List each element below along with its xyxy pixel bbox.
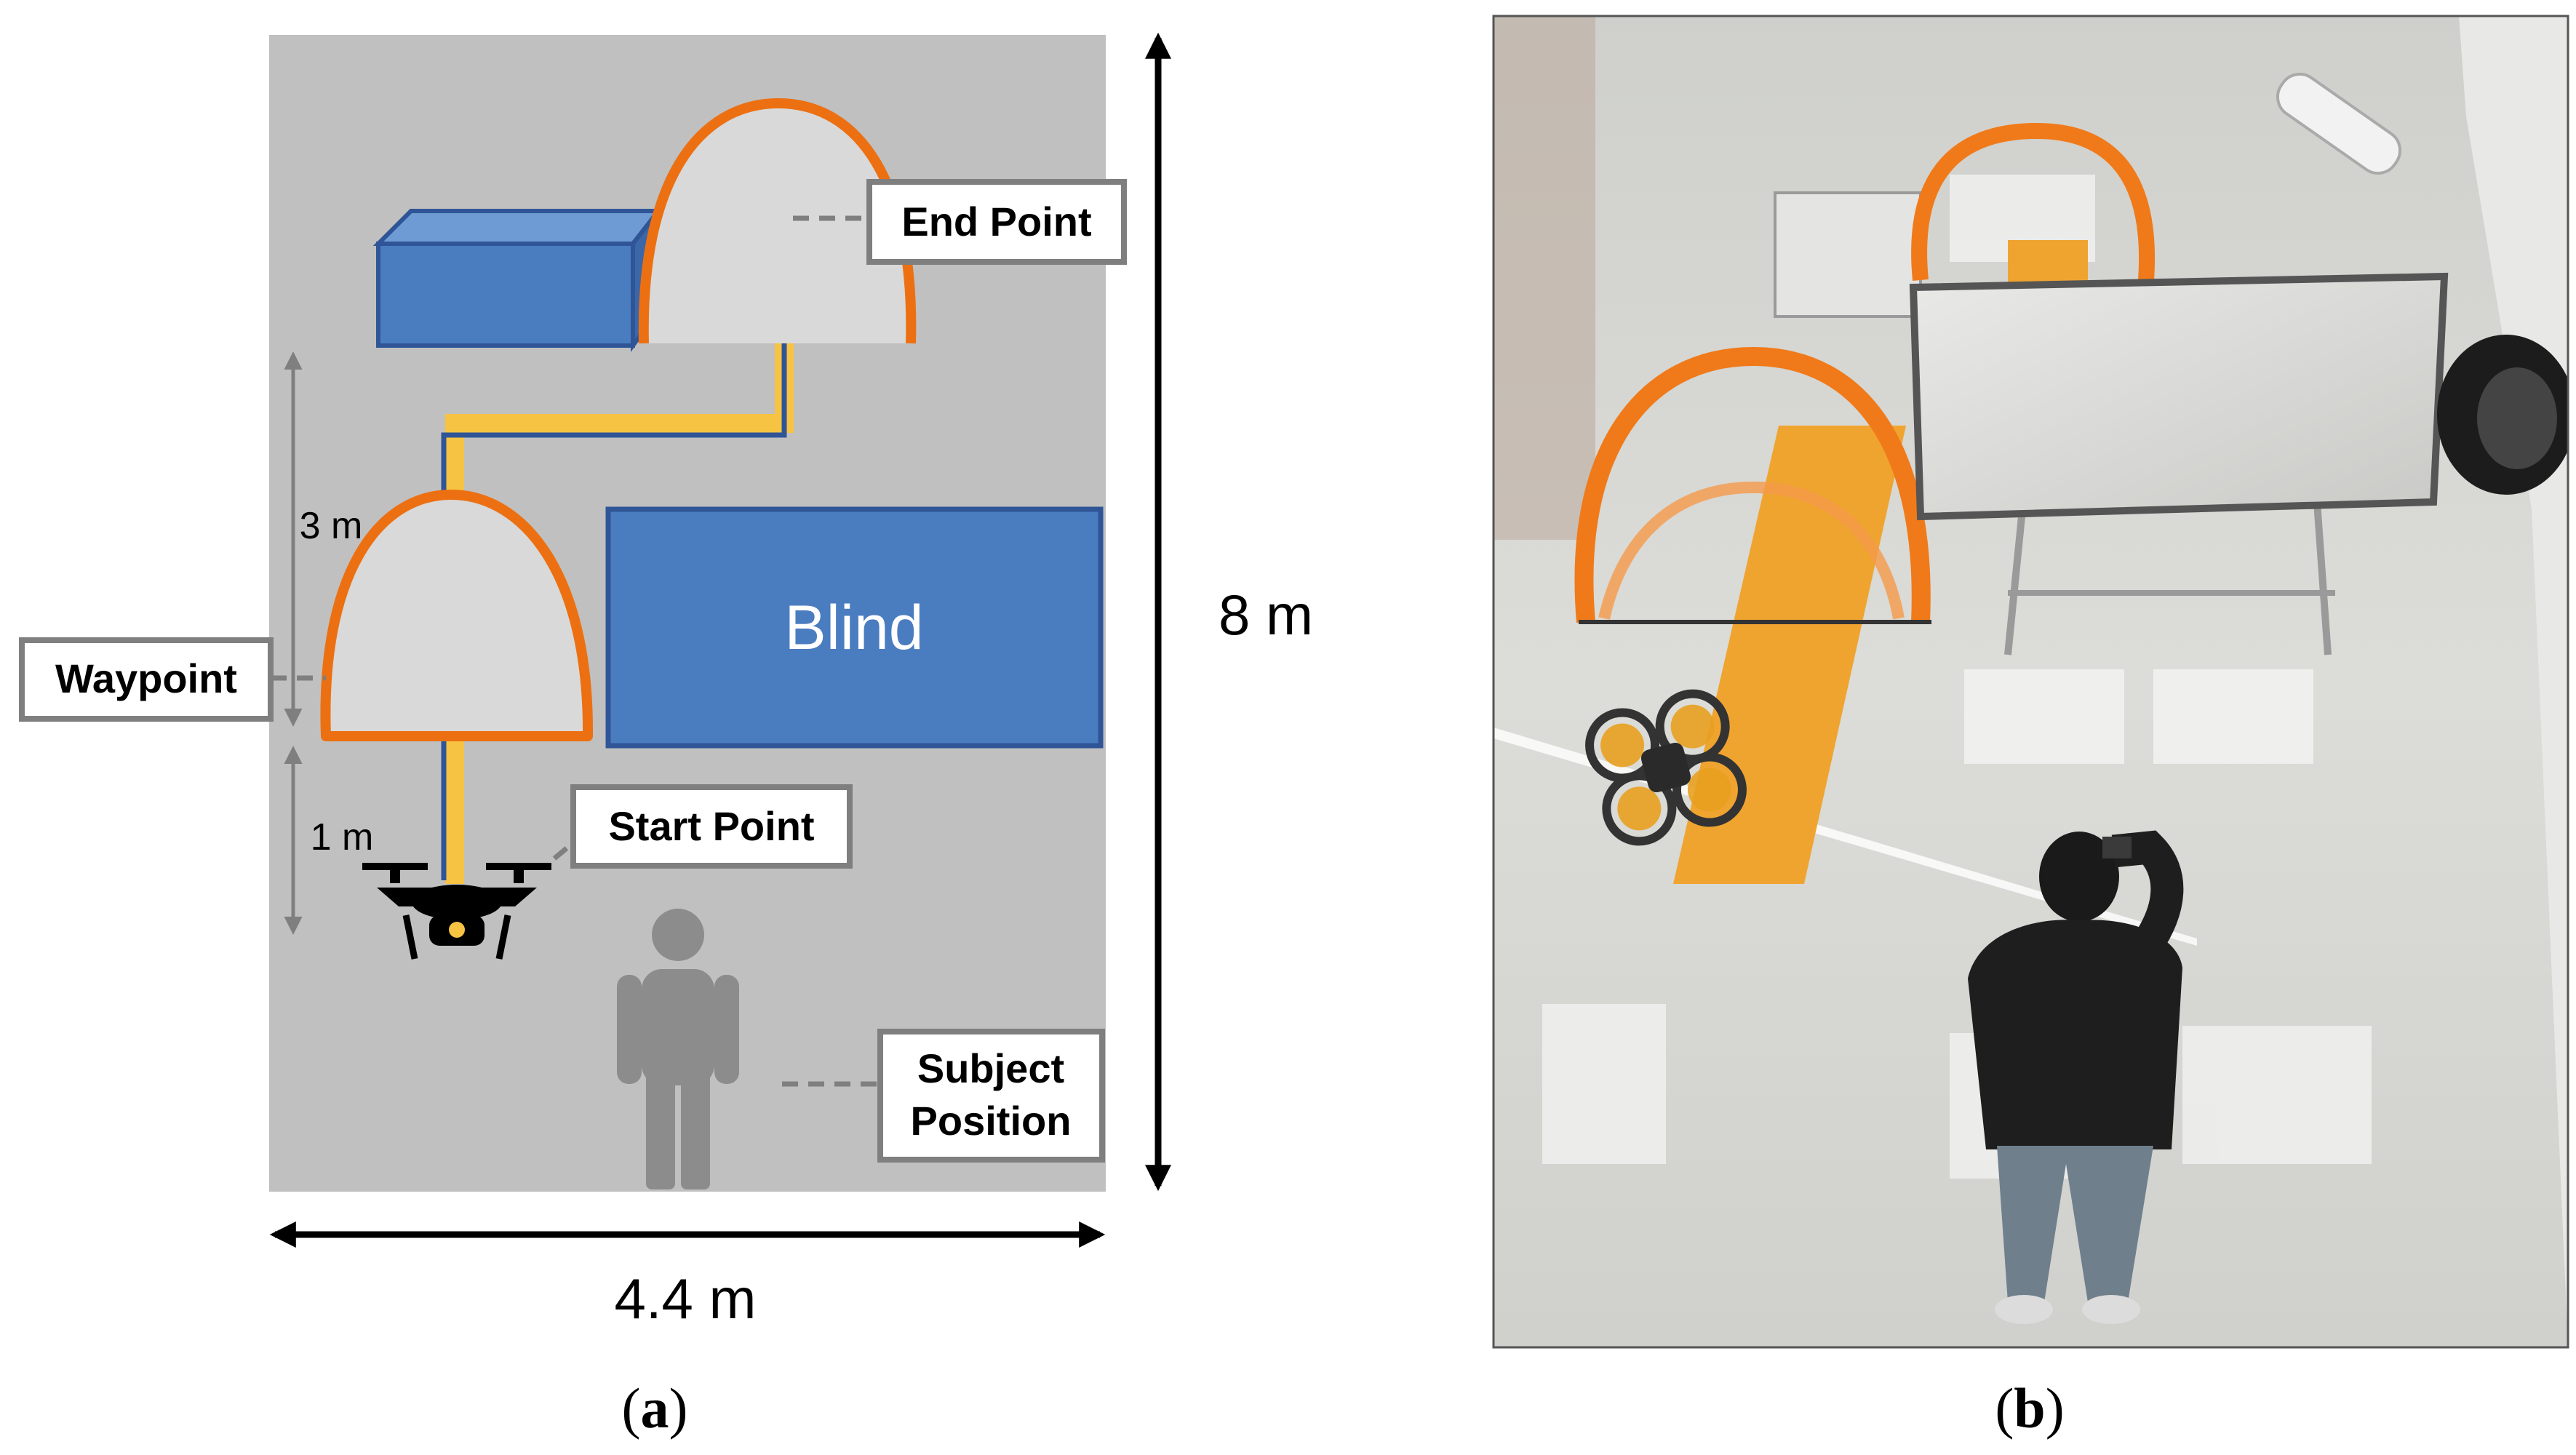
subject-position-label-box	[877, 1029, 1105, 1163]
orange-mat-far	[2008, 240, 2088, 284]
caption-a: (a)	[622, 1376, 688, 1440]
drone-icon	[362, 863, 551, 960]
width-label: 4.4 m	[614, 1267, 756, 1331]
near-gate	[1574, 346, 1931, 623]
waypoint-label: Waypoint	[55, 655, 237, 701]
caption-b: (b)	[1995, 1376, 2064, 1440]
waypoint-gate	[320, 490, 594, 741]
panel-b-photo: (b)	[1492, 15, 2569, 1440]
obstacle-box-3d	[372, 204, 663, 353]
subject-label-line1: Subject	[917, 1045, 1064, 1091]
caption-a-letter: a	[641, 1376, 669, 1440]
start-point-label-box	[570, 784, 853, 869]
blind-box	[605, 506, 1104, 749]
subject-person	[1968, 830, 2184, 1324]
subject-label-line2: Position	[911, 1098, 1072, 1144]
dimension-3m-label: 3 m	[300, 505, 363, 547]
waypoint-label-box	[19, 637, 274, 722]
end-point-label-box	[866, 179, 1127, 265]
height-label: 8 m	[1219, 583, 1313, 647]
pipe	[2276, 72, 2402, 175]
far-gate	[1911, 122, 2156, 282]
equipment-box	[1774, 191, 1922, 318]
ar-drone	[1585, 689, 1747, 846]
panel-a-layout-diagram: Blind	[19, 32, 1313, 1440]
whiteboard	[1909, 272, 2449, 655]
subject-person-icon	[617, 909, 739, 1189]
blind-label: Blind	[784, 593, 923, 663]
dimension-1m-label: 1 m	[311, 816, 374, 858]
end-point-label: End Point	[901, 199, 1091, 244]
start-point-label: Start Point	[608, 803, 814, 849]
caption-b-letter: b	[2014, 1376, 2045, 1440]
background-clutter	[1494, 16, 1595, 540]
